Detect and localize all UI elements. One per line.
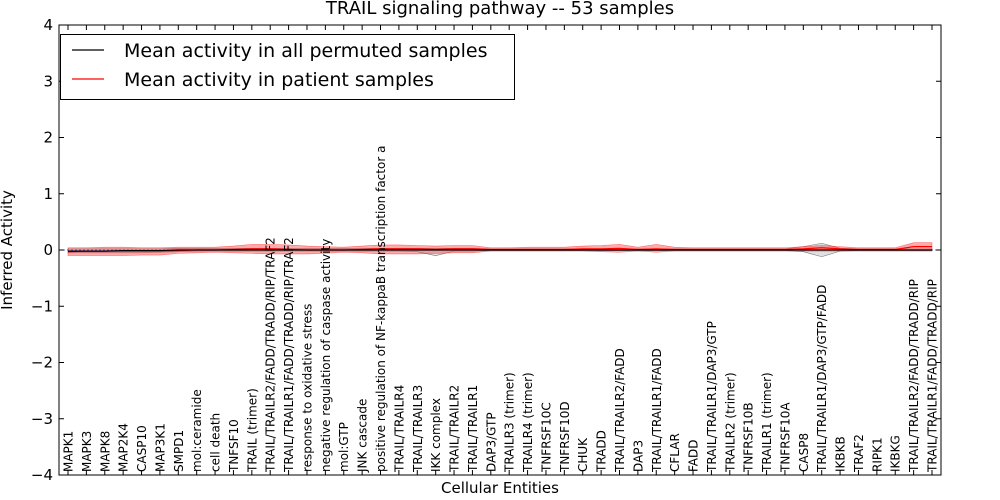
category-label: IKBKG <box>889 435 903 472</box>
y-tick-label: −3 <box>31 410 53 428</box>
category-label: TRAIL/TRAILR1/FADD/TRADD/RIP/TRAF2 <box>282 237 296 473</box>
category-label: TRAILR2 (trimer) <box>723 372 737 473</box>
category-label: IKK complex <box>429 398 443 472</box>
category-label: DAP3 <box>631 440 645 472</box>
category-label: CASP8 <box>797 433 811 472</box>
category-label: TRAIL/TRAILR2 <box>448 385 462 473</box>
legend-label-patient: Mean activity in patient samples <box>124 69 434 91</box>
category-label: SMPD1 <box>172 430 186 472</box>
category-label: negative regulation of caspase activity <box>319 239 333 472</box>
category-label: TRAIL (trimer) <box>245 388 259 473</box>
x-axis <box>67 25 933 475</box>
category-label: TRAILR1 (trimer) <box>760 372 774 473</box>
category-label: TNFRSF10B <box>742 402 756 473</box>
category-label: TRAIL/TRAILR2/FADD/TRADD/RIP <box>907 279 921 473</box>
legend: Mean activity in all permuted samples Me… <box>60 34 515 100</box>
y-tick-label: 4 <box>43 16 53 34</box>
category-label: FADD <box>687 440 701 473</box>
category-label: TRAF2 <box>852 434 866 473</box>
category-label: TRAILR3 (trimer) <box>503 372 517 473</box>
category-label: TRAIL/TRAILR1/FADD/TRADD/RIP <box>926 279 940 473</box>
category-label: TRAIL/TRAILR1/FADD <box>650 348 664 473</box>
category-label: MAP3K1 <box>153 423 167 472</box>
category-label: TRAIL/TRAILR2/FADD <box>613 348 627 473</box>
x-axis-title: Cellular Entities <box>441 479 559 497</box>
category-label: TRAILR4 (trimer) <box>521 372 535 473</box>
category-label: MAPK8 <box>98 431 112 472</box>
category-label: RIPK1 <box>870 437 884 472</box>
category-label: TRADD <box>595 430 609 473</box>
category-label: TRAIL/TRAILR1 <box>466 385 480 473</box>
legend-box <box>60 34 515 100</box>
category-label: response to oxidative stress <box>300 304 314 472</box>
y-axis: −4 −3 −2 −1 0 1 2 3 4 <box>31 16 941 484</box>
category-label: CFLAR <box>668 433 682 472</box>
y-tick-label: 3 <box>43 72 53 90</box>
category-label: TNFSF10 <box>227 419 241 473</box>
y-tick-label: 1 <box>43 185 53 203</box>
y-tick-label: −4 <box>31 466 53 484</box>
category-label: CHUK <box>576 437 590 472</box>
category-label: TNFRSF10A <box>778 402 792 473</box>
y-tick-label: 2 <box>43 129 53 147</box>
category-label: TNFRSF10C <box>539 402 553 473</box>
category-label: positive regulation of NF-kappaB transcr… <box>374 146 388 472</box>
y-tick-label: −2 <box>31 354 53 372</box>
category-label: TNFRSF10D <box>558 401 572 473</box>
y-tick-label: −1 <box>31 297 53 315</box>
category-label: TRAIL/TRAILR3 <box>411 385 425 473</box>
category-label: MAP2K4 <box>117 423 131 472</box>
category-label: mol:GTP <box>337 422 351 472</box>
category-label: TRAIL/TRAILR1/DAP3/GTP <box>705 321 719 473</box>
category-label: DAP3/GTP <box>484 412 498 472</box>
y-tick-label: 0 <box>43 241 53 259</box>
category-label: MAPK3 <box>80 431 94 472</box>
category-label: mol:ceramide <box>190 389 204 472</box>
category-label: CASP10 <box>135 425 149 472</box>
category-label: MAPK1 <box>62 431 76 472</box>
category-label: IKBKB <box>834 436 848 472</box>
category-label: TRAIL/TRAILR1/DAP3/GTP/FADD <box>815 285 829 473</box>
chart-title: TRAIL signaling pathway -- 53 samples <box>325 0 674 19</box>
category-label: JNK cascade <box>356 399 370 473</box>
y-axis-title: Inferred Activity <box>0 190 16 310</box>
category-label: TRAIL/TRAILR2/FADD/TRADD/RIP/TRAF2 <box>264 237 278 473</box>
series-line-permuted <box>68 249 932 252</box>
category-label: cell death <box>209 413 223 472</box>
category-labels: MAPK1 MAPK3 MAPK8 MAP2K4 CASP10 MAP3K1 SMPD1 mo… <box>62 146 940 473</box>
series-lines <box>67 246 932 253</box>
legend-label-permuted: Mean activity in all permuted samples <box>124 40 487 62</box>
category-label: TRAIL/TRAILR4 <box>392 385 406 473</box>
